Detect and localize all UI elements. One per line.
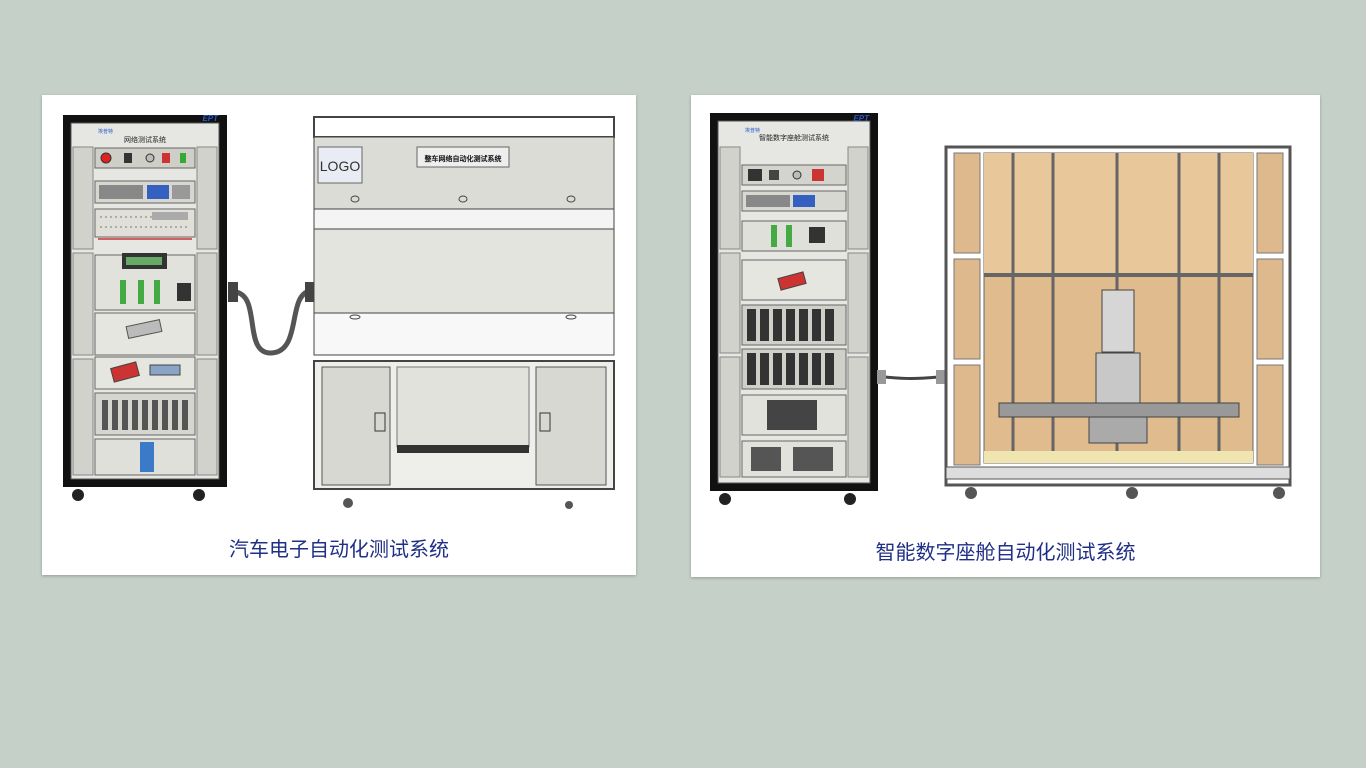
automotive-test-system-drawing: EPT 埃普特 网络测试系统 xyxy=(63,114,615,509)
test-bench: LOGO 整车网络自动化测试系统 xyxy=(313,116,615,509)
rack-title: 智能数字座舱测试系统 xyxy=(759,133,829,142)
rack-brand-small: 埃普特 xyxy=(745,127,760,134)
caption-smart-cockpit: 智能数字座舱自动化测试系统 xyxy=(875,542,1136,564)
smart-cockpit-test-system-drawing: EPT 埃普特 智能数字座舱测试系统 xyxy=(710,113,1292,505)
rack-brand: EPT xyxy=(853,114,870,123)
card-smart-cockpit: EPT 埃普特 智能数字座舱测试系统 xyxy=(691,95,1320,577)
cockpit-rack-cabinet: EPT 埃普特 智能数字座舱测试系统 xyxy=(710,113,878,505)
rack-title: 网络测试系统 xyxy=(124,135,166,144)
rack-brand-small: 埃普特 xyxy=(98,128,113,135)
bench-logo: LOGO xyxy=(320,158,361,174)
bench-title: 整车网络自动化测试系统 xyxy=(424,154,502,163)
connection-cable xyxy=(234,288,311,356)
rack-brand: EPT xyxy=(202,114,219,123)
caption-automotive-electronics: 汽车电子自动化测试系统 xyxy=(229,539,449,561)
card-automotive-electronics: EPT 埃普特 网络测试系统 xyxy=(42,95,636,575)
cockpit-test-frame xyxy=(944,145,1292,499)
test-rack-cabinet: EPT 埃普特 网络测试系统 xyxy=(63,114,227,501)
connection-cable xyxy=(884,375,940,380)
